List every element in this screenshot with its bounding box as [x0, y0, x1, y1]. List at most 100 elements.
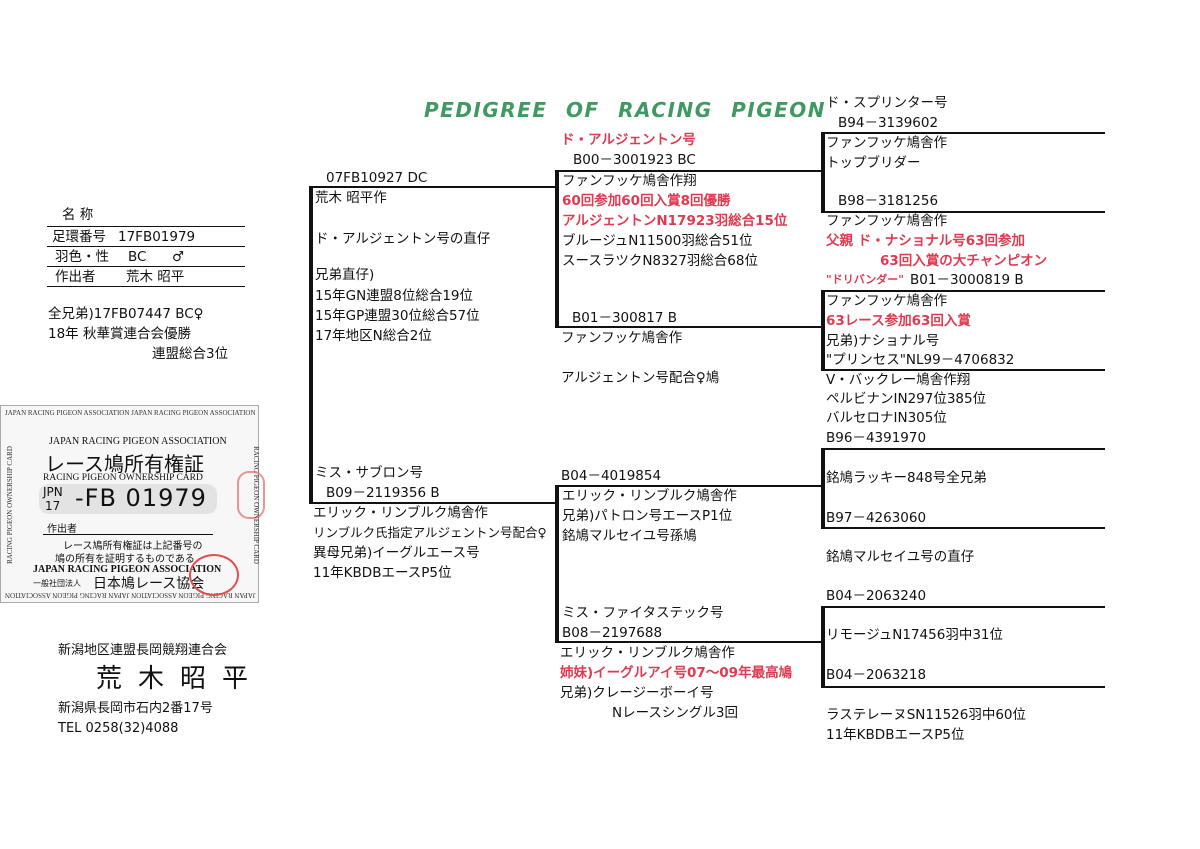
dss-ring: B96－4391970 — [826, 430, 927, 446]
card-statement: 鳩の所有を証明するものである — [55, 554, 195, 565]
sire-ring: 07FB10927 DC — [326, 170, 428, 186]
bracket-gen2-dam — [555, 485, 559, 641]
dam-line: 11年KBDBエースP5位 — [313, 565, 452, 581]
document-title: PEDIGREE OF RACING PIGEON — [424, 98, 827, 122]
dss-line: 銘鳩ラッキー848号全兄弟 — [826, 470, 987, 486]
card-side-text: RACING PIGEON OWNERSHIP CARD — [5, 446, 14, 564]
sd-line: ファンフッケ鳩舎作 — [561, 330, 683, 346]
card-breeder-label: 作出者 — [47, 524, 77, 535]
dam-name: ミス・サブロン号 — [315, 465, 423, 481]
sds-ring: B01－3000819 B — [910, 272, 1024, 288]
ss-line: ブルージュN11500羽総合51位 — [562, 233, 753, 249]
card-assoc-en2: JAPAN RACING PIGEON ASSOCIATION — [33, 564, 222, 575]
card-edge-text: JAPAN RACING PIGEON ASSOCIATION JAPAN RA… — [5, 409, 256, 417]
ssd-ring: B98－3181256 — [838, 193, 939, 209]
dam-ring: B09－2119356 B — [326, 485, 440, 501]
dd-line: 兄弟)クレージーボーイ号 — [560, 685, 714, 701]
ddd-ring: B04－2063218 — [826, 667, 927, 683]
name-label: 名 称 — [62, 207, 94, 223]
ssd-line: 父親 ド・ナショナル号63回参加 — [826, 233, 1025, 249]
ds-line: 兄弟)パトロン号エースP1位 — [562, 508, 733, 524]
card-title-en: RACING PIGEON OWNERSHIP CARD — [43, 473, 203, 483]
owner-name: 荒木昭平 — [96, 664, 265, 694]
seal-icon — [237, 471, 265, 519]
ds-line: 銘鳩マルセイユ号孫鳩 — [562, 528, 697, 544]
card-country: JPN — [43, 485, 63, 499]
owner-address: 新潟県長岡市石内2番17号 — [58, 701, 213, 716]
card-org-name: 日本鳩レース協会 — [93, 576, 205, 592]
sire-line: 荒木 昭平作 — [315, 190, 387, 206]
ddd-line: 11年KBDBエースP5位 — [826, 727, 965, 743]
ds-ring: B04－4019854 — [561, 468, 662, 484]
ss-name: ド・アルジェントン号 — [561, 132, 696, 148]
ss-line: 60回参加60回入賞8回優勝 — [562, 193, 731, 209]
sire-line: ド・アルジェントン号の直仔 — [315, 231, 491, 247]
sire-line: 15年GP連盟30位総合57位 — [315, 308, 480, 324]
card-org-type: 一般社団法人 — [33, 579, 81, 588]
color-value: BC — [128, 249, 147, 265]
sire-line: 17年地区N総合2位 — [315, 328, 432, 344]
dds-ring: B04－2063240 — [826, 588, 927, 604]
sds-line: 63レース参加63回入賞 — [826, 313, 971, 329]
sd-ring: B01－300817 B — [572, 310, 678, 326]
bracket-gen3-1 — [821, 132, 825, 211]
dam-line: 異母兄弟)イーグルエース号 — [313, 545, 480, 561]
breeder-value: 荒木 昭平 — [126, 269, 185, 285]
sdd-ring: "プリンセス"NL99－4706832 — [826, 352, 1015, 368]
sdd-line: V・バックレー鳩舎作翔 — [826, 372, 971, 388]
dd-name: ミス・ファイタステック号 — [562, 605, 724, 621]
ownership-card: JAPAN RACING PIGEON ASSOCIATION JAPAN RA… — [0, 405, 265, 603]
ddd-line: ラステレーヌSN11526羽中60位 — [826, 707, 1027, 723]
card-title-ja: レース鳩所有権証 — [45, 452, 204, 476]
sdd-line: バルセロナIN305位 — [826, 410, 947, 426]
dds-line: リモージュN17456羽中31位 — [826, 627, 1004, 643]
bracket-gen2-sire — [555, 170, 559, 326]
bracket-gen3-3 — [821, 448, 825, 527]
dd-ring: B08－2197688 — [562, 625, 663, 641]
sds-nick: "ドリバンダー" — [826, 273, 905, 286]
ds-line: エリック・リンブルク鳩舎作 — [562, 488, 737, 504]
subject-note: 連盟総合3位 — [152, 346, 229, 362]
card-number: -FB 01979 — [75, 484, 207, 512]
ss-line: スースラツクN8327羽総合68位 — [562, 253, 758, 269]
sdd-line: ペルビナンIN297位385位 — [826, 391, 987, 407]
color-label: 羽色・性 — [55, 249, 109, 265]
dam-line: リンブルク氏指定アルジェントン号配合♀ — [313, 525, 547, 540]
dsd-line: 銘鳩マルセイユ号の直仔 — [826, 549, 975, 565]
sss-ring: B94－3139602 — [838, 115, 939, 131]
ss-line: アルジェントンN17923羽総合15位 — [562, 213, 788, 229]
ss-ring: B00－3001923 BC — [573, 152, 696, 168]
card-number-box — [39, 484, 217, 514]
sire-line: 15年GN連盟8位総合19位 — [315, 288, 474, 304]
owner-club: 新潟地区連盟長岡競翔連合会 — [58, 643, 228, 658]
sex-value: ♂ — [172, 249, 185, 265]
sss-line: トップブリダー — [826, 155, 921, 171]
subject-note: 18年 秋華賞連合会優勝 — [48, 326, 191, 342]
bracket-gen3-4 — [821, 606, 825, 686]
ssd-line: ファンフッケ鳩舎作 — [826, 213, 948, 229]
dd-line: 姉妹)イーグルアイ号07～09年最高鳩 — [560, 665, 793, 681]
card-year: 17 — [45, 499, 61, 513]
owner-tel: TEL 0258(32)4088 — [58, 721, 179, 736]
subject-note: 全兄弟)17FB07447 BC♀ — [48, 306, 204, 322]
dd-line: エリック・リンブルク鳩舎作 — [560, 645, 735, 661]
card-statement: レース鳩所有権証は上記番号の — [63, 541, 203, 552]
dd-line: Nレースシングル3回 — [612, 705, 739, 721]
sds-line: ファンフッケ鳩舎作 — [826, 293, 948, 309]
ss-line: ファンフッケ鳩舎作翔 — [562, 173, 697, 189]
sss-name: ド・スプリンター号 — [826, 95, 948, 111]
ring-label: 足環番号 — [52, 229, 106, 245]
sss-line: ファンフッケ鳩舎作 — [826, 135, 948, 151]
ssd-line: 63回入賞の大チャンピオン — [880, 253, 1048, 269]
bracket-gen3-2 — [821, 290, 825, 369]
ring-value: 17FB01979 — [118, 229, 196, 245]
sire-line: 兄弟直仔) — [315, 267, 375, 283]
card-assoc-en: JAPAN RACING PIGEON ASSOCIATION — [49, 436, 227, 447]
association-seal — [189, 554, 239, 596]
dam-line: エリック・リンブルク鳩舎作 — [313, 505, 488, 521]
sd-line: アルジェントン号配合♀鳩 — [561, 370, 720, 386]
sds-line: 兄弟)ナショナル号 — [826, 333, 940, 349]
dsd-ring: B97－4263060 — [826, 510, 927, 526]
bracket-gen1 — [309, 186, 313, 502]
breeder-label: 作出者 — [55, 269, 96, 285]
